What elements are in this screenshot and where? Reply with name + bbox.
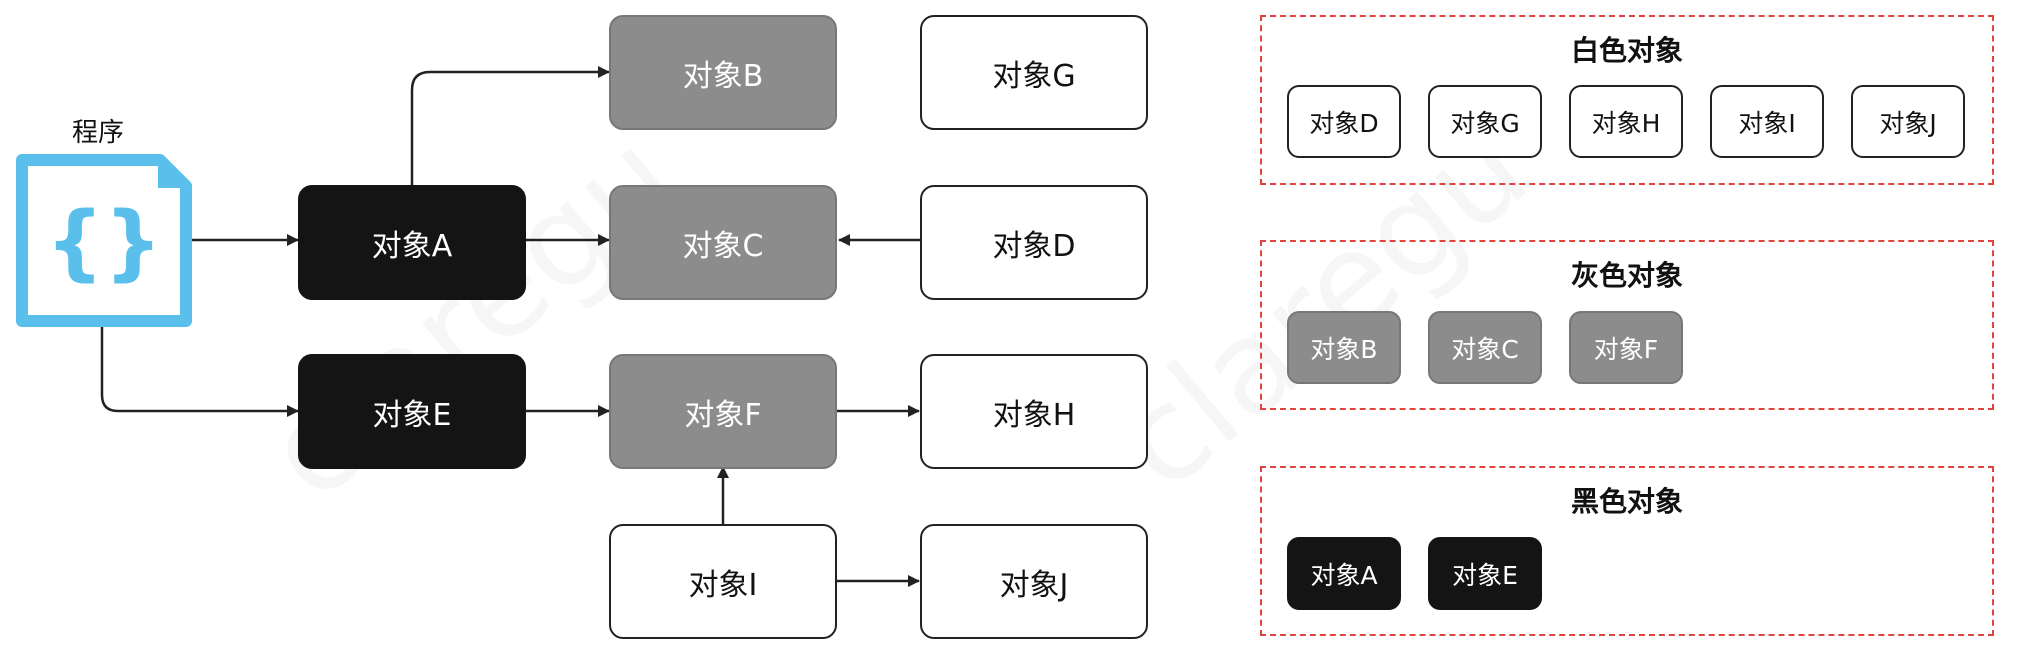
node-a: 对象A	[298, 185, 526, 300]
node-j: 对象J	[920, 524, 1148, 639]
node-g: 对象G	[920, 15, 1148, 130]
gray-item: 对象C	[1428, 311, 1542, 384]
gray-item: 对象B	[1287, 311, 1401, 384]
group-gray-title: 灰色对象	[1570, 259, 1683, 292]
node-e: 对象E	[298, 354, 526, 469]
group-black-title: 黑色对象	[1570, 485, 1683, 518]
program-label: 程序	[72, 118, 125, 148]
black-item: 对象E	[1428, 537, 1542, 610]
node-h: 对象H	[920, 354, 1148, 469]
group-gray-objects: 灰色对象	[1260, 240, 1994, 410]
program-file-icon: {}	[16, 154, 192, 327]
group-white-objects: 白色对象	[1260, 15, 1994, 185]
white-item: 对象J	[1851, 85, 1965, 158]
node-d: 对象D	[920, 185, 1148, 300]
gray-item: 对象F	[1569, 311, 1683, 384]
edge-a-to-b	[410, 66, 610, 185]
node-b: 对象B	[609, 15, 837, 130]
node-f: 对象F	[609, 354, 837, 469]
white-item: 对象D	[1287, 85, 1401, 158]
node-c: 对象C	[609, 185, 837, 300]
node-i: 对象I	[609, 524, 837, 639]
white-item: 对象H	[1569, 85, 1683, 158]
edge-program-to-e	[100, 320, 299, 417]
group-white-title: 白色对象	[1570, 34, 1683, 67]
group-black-objects: 黑色对象	[1260, 466, 1994, 636]
white-item: 对象I	[1710, 85, 1824, 158]
white-item: 对象G	[1428, 85, 1542, 158]
svg-text:{}: {}	[46, 195, 163, 290]
black-item: 对象A	[1287, 537, 1401, 610]
